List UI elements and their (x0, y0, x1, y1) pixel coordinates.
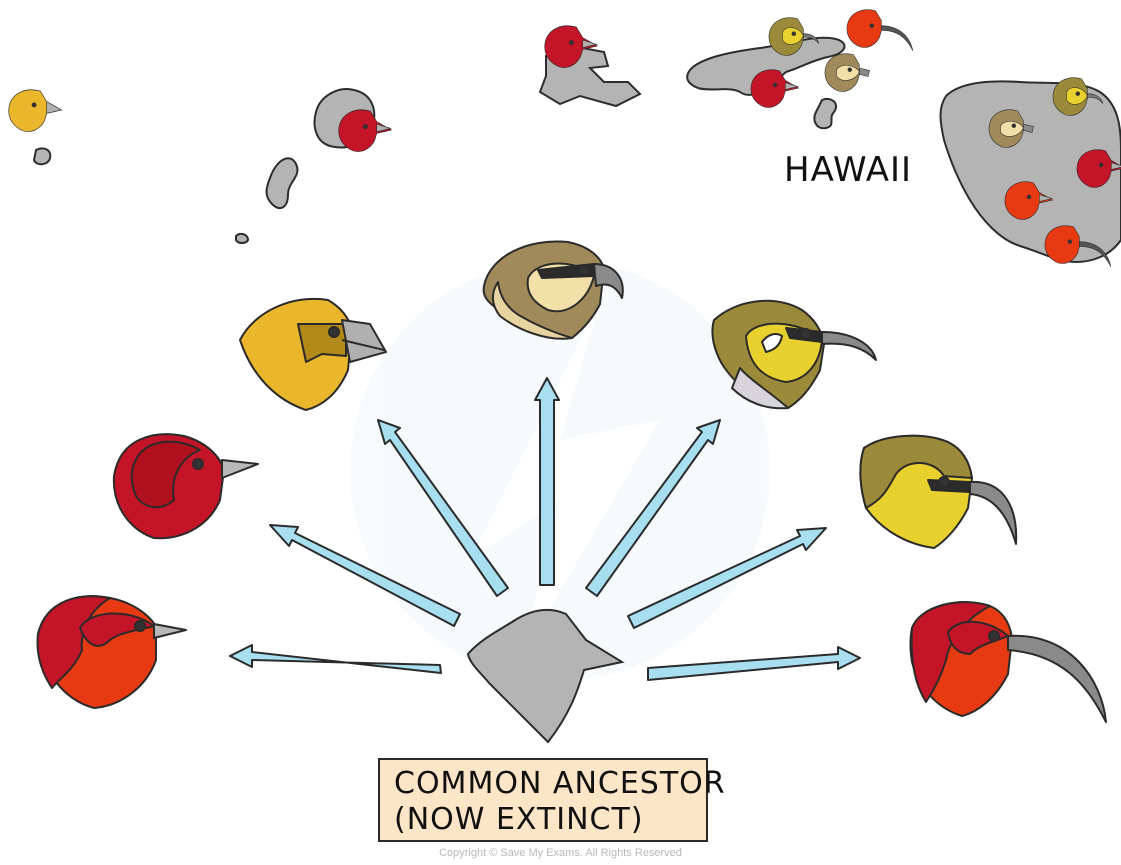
bird-crimson-short-beak (112, 433, 259, 540)
island-bird-scarlet-short-beak (1004, 181, 1054, 220)
island-chain-map (32, 36, 1121, 264)
eye-icon (192, 458, 204, 470)
island-bird-crimson-short-beak (1076, 149, 1121, 188)
bird-scarlet-long-curved-beak (909, 601, 1107, 723)
common-ancestor-label: COMMON ANCESTOR (NOW EXTINCT) (378, 758, 726, 842)
island-maui-lanai (686, 36, 846, 96)
island-bird-olive-curved-beak (768, 17, 820, 56)
common-ancestor-bird (466, 608, 625, 744)
eye-icon (134, 620, 146, 632)
island-bird-crimson-short-beak (338, 109, 393, 152)
island-bird-tan-hooked-beak (824, 53, 870, 92)
eye-icon (800, 328, 812, 340)
arrow-left-lower (229, 644, 442, 674)
copyright-notice: Copyright © Save My Exams. All Rights Re… (439, 847, 682, 859)
bird-yellow-long-curved-beak (859, 434, 1018, 549)
arrow-up-right (585, 419, 721, 597)
arrow-up (534, 377, 560, 586)
island-bird-crimson-short-beak (750, 69, 800, 108)
watermark-logo (350, 260, 770, 680)
island-bird-crimson-short-beak (544, 25, 599, 68)
island-niihau (32, 147, 52, 166)
eye-icon (988, 630, 1000, 642)
arrow-up-left (377, 419, 509, 597)
arrow-right-upper (627, 527, 827, 629)
bird-yellow-thick-beak (239, 297, 387, 411)
descendant-birds (36, 240, 1107, 723)
ancestor-label-line1: COMMON ANCESTOR (394, 766, 726, 801)
island-bird-yellow-thick-beak (8, 89, 63, 132)
radiation-arrows (229, 377, 861, 681)
island-label-hawaii: HAWAII (784, 150, 913, 190)
ancestor-label-line2: (NOW EXTINCT) (394, 802, 644, 837)
island-oahu (265, 157, 299, 210)
island-hawaii (939, 80, 1121, 264)
arrow-right-lower (647, 646, 861, 681)
bird-scarlet-short-beak (36, 595, 187, 709)
eye-icon (938, 476, 950, 488)
island-bird-scarlet-long-curved-beak (846, 9, 914, 51)
island-bird-scarlet-long-curved-beak (1044, 225, 1112, 267)
bird-olive-curved-beak (711, 299, 877, 410)
island-kaula (235, 232, 250, 244)
eye-icon (578, 264, 590, 276)
island-bird-olive-curved-beak (1052, 77, 1104, 116)
island-kahoolawe (813, 98, 838, 130)
island-bird-icons (8, 9, 1121, 267)
island-bird-tan-hooked-beak (988, 109, 1034, 148)
eye-icon (328, 326, 340, 338)
arrow-left-upper (269, 524, 461, 627)
bird-tan-hooked-beak (482, 240, 624, 340)
